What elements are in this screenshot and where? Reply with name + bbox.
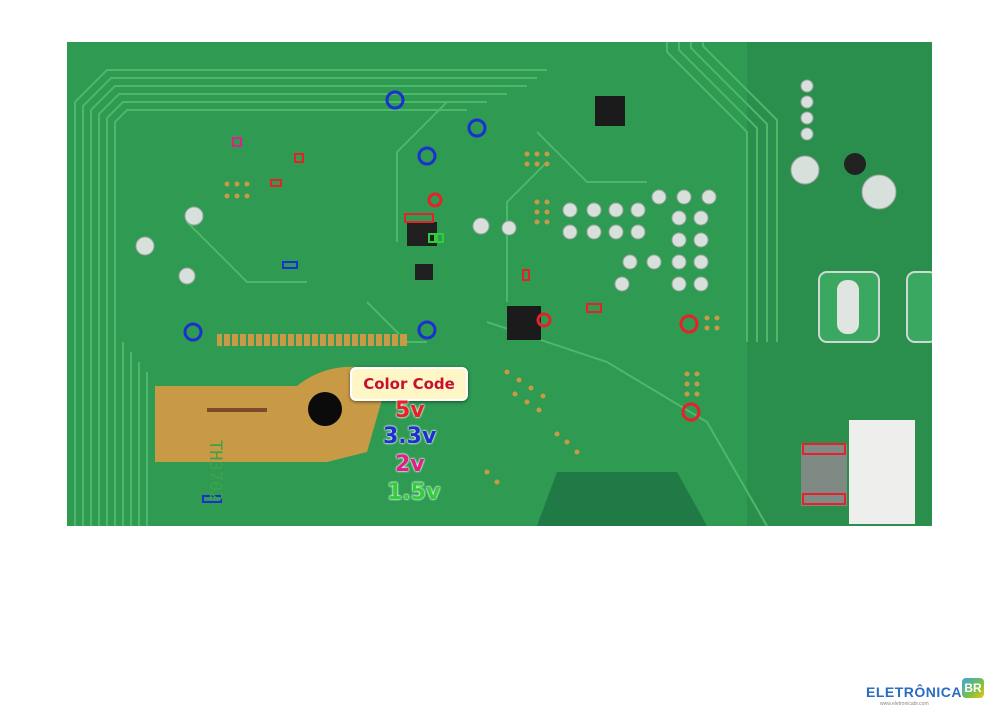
brand-badge: BR bbox=[962, 678, 984, 698]
brand-url: www.eletronicabr.com bbox=[880, 701, 929, 707]
pcb-photo: TH3702 Color Code 5v 3.3v 2v 1.5v bbox=[67, 42, 932, 526]
pcb-artwork bbox=[67, 42, 932, 526]
legend-2v: 2v bbox=[395, 452, 425, 477]
brand-name: ELETRÔNICA bbox=[866, 684, 962, 700]
legend-5v: 5v bbox=[395, 398, 425, 423]
legend-3-3v: 3.3v bbox=[383, 424, 437, 449]
board-silkscreen: TH3702 bbox=[205, 440, 225, 502]
legend-1-5v: 1.5v bbox=[387, 480, 441, 505]
brand-logo: ELETRÔNICA BR www.eletronicabr.com bbox=[866, 678, 992, 707]
color-code-title: Color Code bbox=[350, 367, 468, 401]
